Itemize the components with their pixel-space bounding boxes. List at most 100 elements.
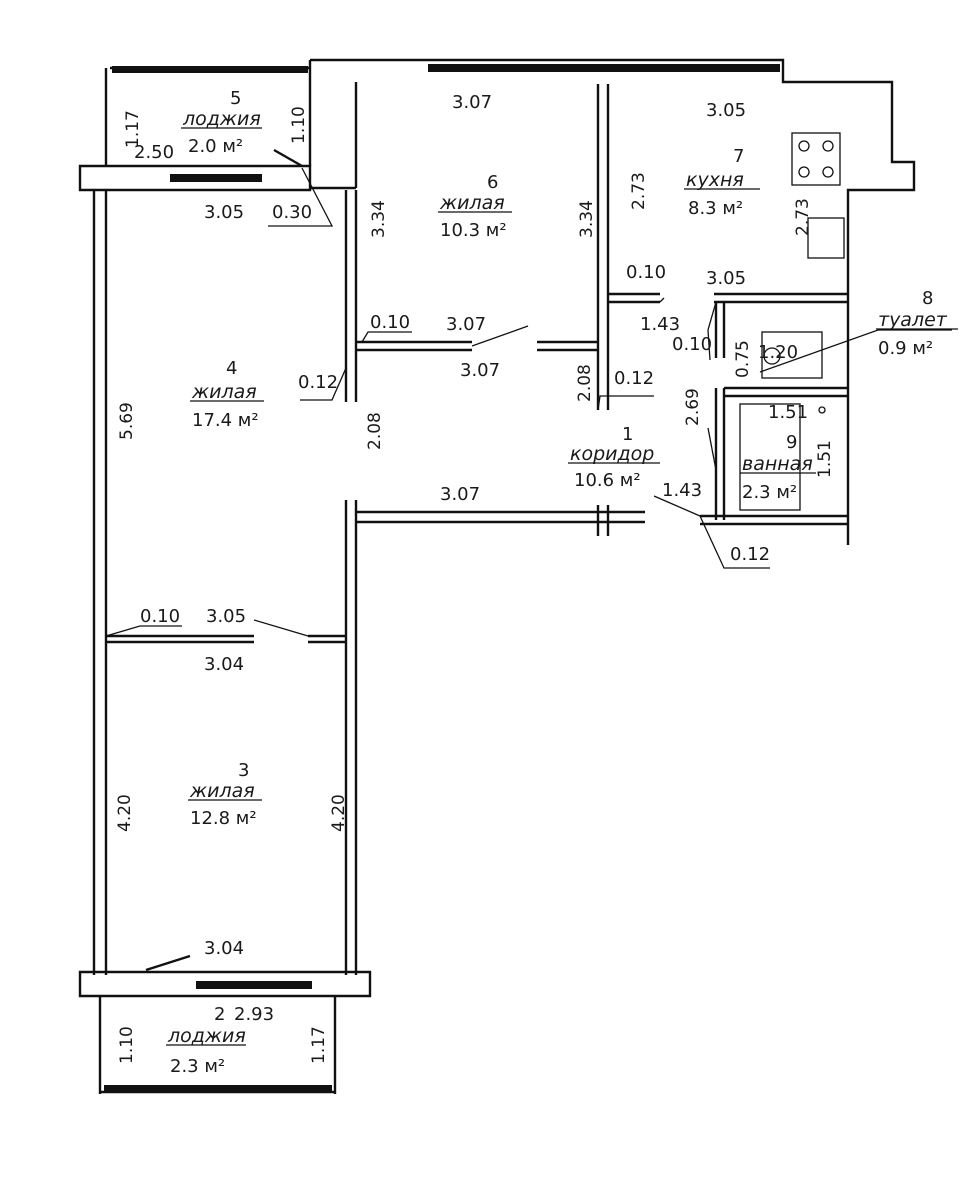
- window-loggia-2: [104, 1085, 332, 1093]
- room-area: 12.8 м²: [190, 808, 257, 829]
- room-number: 1: [622, 424, 633, 445]
- room-number: 6: [487, 172, 498, 193]
- dim-label: 4.20: [329, 794, 349, 832]
- corridor-bottom-wall: [356, 510, 645, 524]
- room-area: 17.4 м²: [192, 410, 259, 431]
- dim-label: 3.05: [706, 268, 746, 289]
- dim-label: 0.10: [370, 312, 410, 333]
- window-room3: [196, 981, 312, 989]
- toilet-icon: [761, 331, 823, 379]
- room-area: 2.3 м²: [170, 1056, 225, 1077]
- room-name: жилая: [439, 192, 505, 214]
- leaders: [105, 167, 952, 637]
- kitchen-stub: [608, 292, 660, 304]
- room4-right-wall: [344, 190, 358, 402]
- fixtures: [739, 132, 845, 511]
- room-name: туалет: [878, 309, 948, 331]
- window-room6-a: [428, 64, 530, 72]
- dim-label: 3.07: [460, 360, 500, 381]
- dim-label: 1.10: [289, 106, 309, 144]
- dim-label: 1.17: [123, 110, 143, 148]
- dim-label: 1.20: [758, 342, 798, 363]
- dim-label: 3.05: [206, 606, 246, 627]
- dim-label: 0.12: [614, 368, 654, 389]
- dim-label: 1.51: [815, 440, 835, 478]
- window-room4: [170, 174, 262, 182]
- partition-4-3: [106, 634, 346, 644]
- bath-left-wall: [714, 388, 726, 520]
- wall-6-7: [596, 84, 610, 410]
- dim-label: 1.17: [309, 1026, 329, 1064]
- dim-label: 1.43: [640, 314, 680, 335]
- partition-6-bottom: [356, 340, 598, 352]
- room-name: жилая: [189, 780, 255, 802]
- dim-label: 0.12: [298, 372, 338, 393]
- room-area: 2.3 м²: [742, 482, 797, 503]
- room-name: кухня: [686, 169, 744, 191]
- room-number: 3: [238, 760, 249, 781]
- balcony-door-2: [145, 954, 191, 972]
- dim-label: 3.04: [204, 938, 244, 959]
- dim-label: 3.04: [204, 654, 244, 675]
- dim-label: 0.10: [626, 262, 666, 283]
- dim-label: 2.69: [683, 388, 703, 426]
- dim-label: 1.43: [662, 480, 702, 501]
- corridor-door-post: [596, 505, 610, 536]
- dim-label: 2.73: [793, 198, 813, 236]
- room-number: 8: [922, 288, 933, 309]
- dim-label: 3.07: [452, 92, 492, 113]
- dim-label: 0.10: [672, 334, 712, 355]
- room-name: ванная: [742, 453, 813, 475]
- window-kitchen: [680, 64, 780, 72]
- window-room6-b: [530, 64, 680, 72]
- dim-label: 1.51: [768, 402, 808, 423]
- wc-top-wall: [714, 292, 848, 304]
- dim-label: 4.20: [115, 794, 135, 832]
- dim-label: 3.34: [577, 200, 597, 238]
- room-area: 2.0 м²: [188, 136, 243, 157]
- dim-label: 2.93: [234, 1004, 274, 1025]
- room3-right-wall: [344, 500, 358, 975]
- dim-label: 1.10: [117, 1026, 137, 1064]
- dim-label: 2.08: [575, 364, 595, 402]
- kitchen-sink-icon: [807, 217, 845, 259]
- wc-left-wall: [714, 302, 726, 358]
- dim-label: 3.05: [204, 202, 244, 223]
- room-number: 7: [733, 146, 744, 167]
- room-number: 5: [230, 88, 241, 109]
- dim-label: 3.07: [440, 484, 480, 505]
- dimension-labels: 3.07 3.05 1.17 1.10 2.50 3.05 0.30 3.34 …: [115, 92, 835, 1064]
- room-number: 4: [226, 358, 237, 379]
- room-name: лоджия: [167, 1025, 246, 1047]
- dim-label: 0.10: [140, 606, 180, 627]
- room-area: 0.9 м²: [878, 338, 933, 359]
- slab-bottom-left: [78, 970, 372, 998]
- window-loggia-5: [112, 66, 308, 73]
- wc-bath-divider: [724, 386, 848, 398]
- room-number: 2: [214, 1004, 225, 1025]
- dim-label: 0.30: [272, 202, 312, 223]
- dim-label: 3.34: [369, 200, 389, 238]
- top-outer-wall: [310, 58, 916, 545]
- dim-label: 0.75: [733, 340, 753, 378]
- windows: [104, 64, 780, 1093]
- left-outer-wall: [92, 190, 108, 975]
- dim-label: 3.07: [446, 314, 486, 335]
- bathtub-icon: [739, 403, 801, 511]
- slab-top-left: [78, 164, 312, 192]
- room-area: 10.6 м²: [574, 470, 641, 491]
- dim-label: 2.73: [629, 172, 649, 210]
- room-name: лоджия: [182, 108, 261, 130]
- dim-label: 0.12: [730, 544, 770, 565]
- stove-icon: [791, 132, 841, 186]
- room-name: коридор: [570, 443, 654, 465]
- walls: [78, 58, 916, 1094]
- dim-label: 3.05: [706, 100, 746, 121]
- dim-label: 2.08: [365, 412, 385, 450]
- room-area: 8.3 м²: [688, 198, 743, 219]
- room-name: жилая: [191, 381, 257, 403]
- bath-bottom-wall: [700, 514, 848, 526]
- room-number: 9: [786, 432, 797, 453]
- room-area: 10.3 м²: [440, 220, 507, 241]
